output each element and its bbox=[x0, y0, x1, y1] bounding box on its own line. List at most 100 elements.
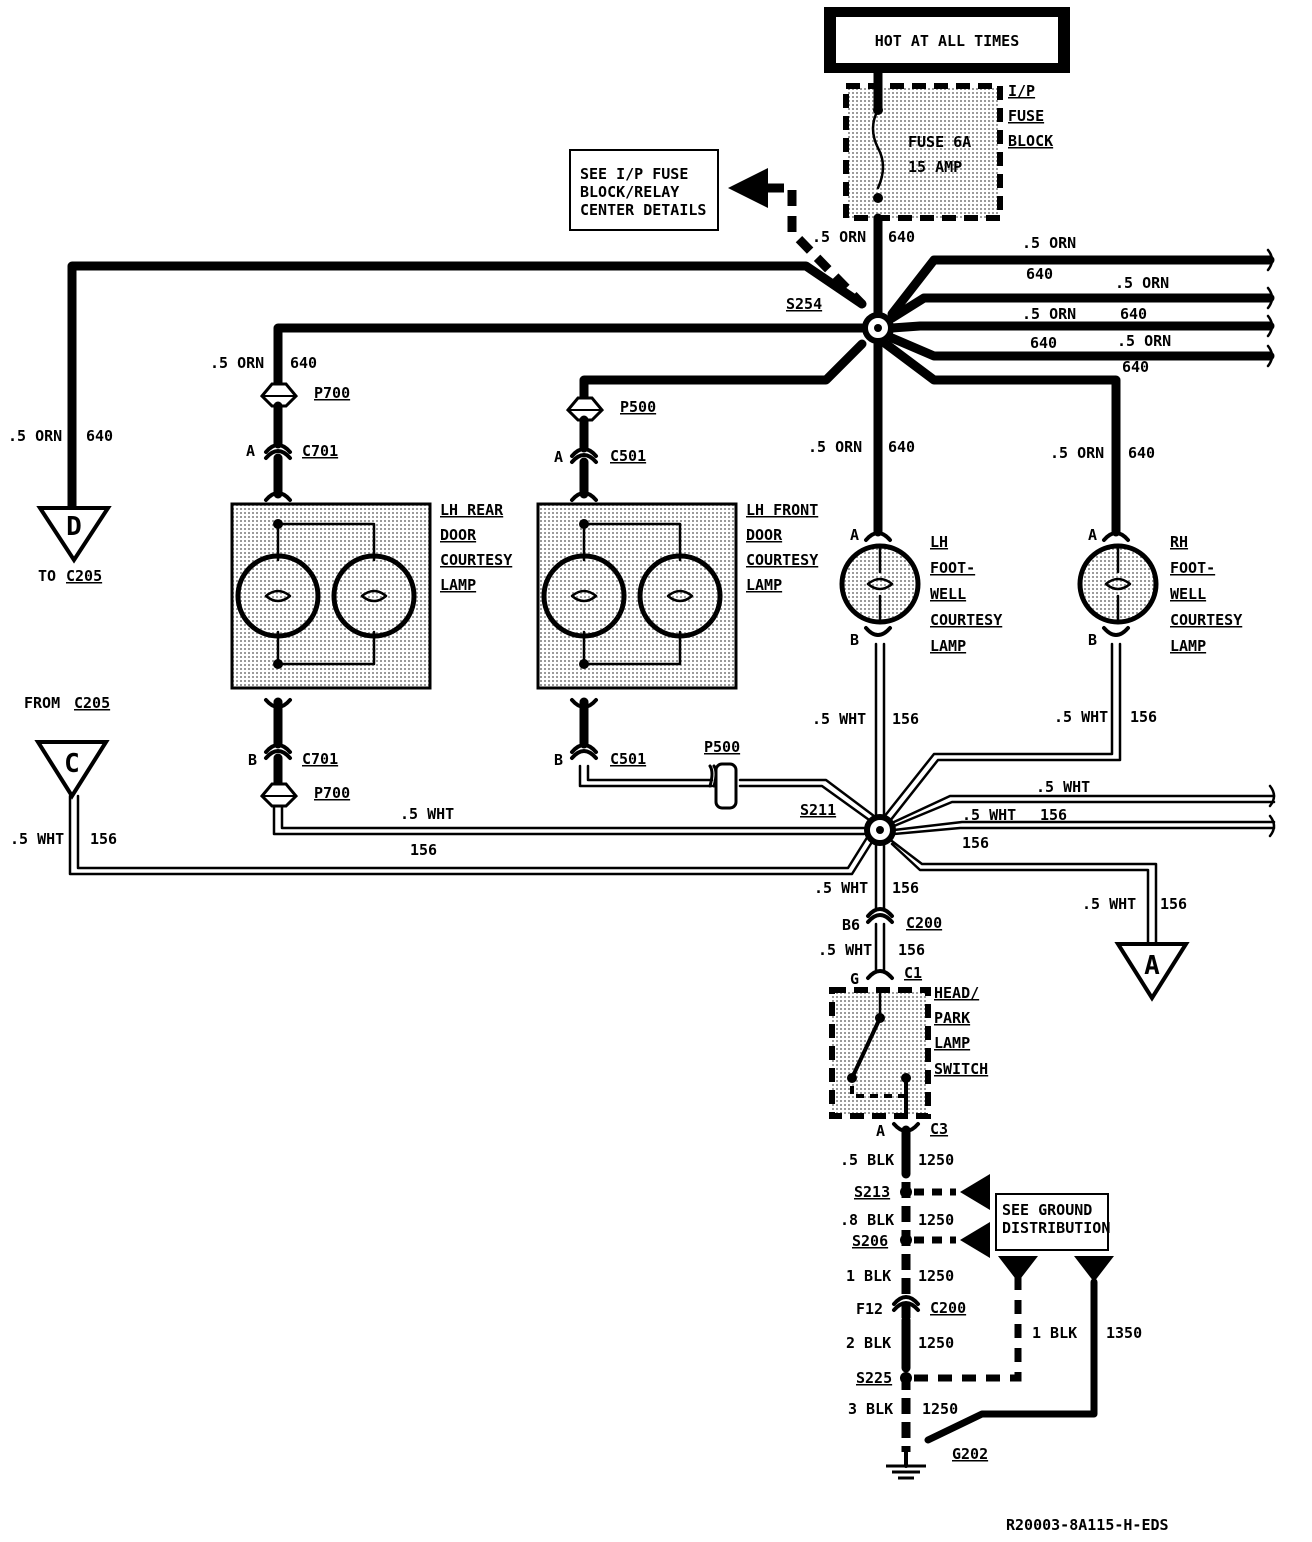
wires-orn-circuit-label: 640 bbox=[290, 354, 317, 372]
wires-blk-circuit-label: 1250 bbox=[918, 1267, 954, 1285]
see-ground-distribution-reference: SEE GROUND DISTRIBUTION bbox=[995, 1193, 1110, 1251]
lh-rear-door-lamp bbox=[230, 502, 432, 690]
connectors-pin-b6-label: B6 bbox=[842, 916, 860, 934]
wires-orn-label: .5 ORN bbox=[1050, 444, 1104, 462]
reference-arrow-icon bbox=[728, 168, 768, 208]
offpage-a-letter: A bbox=[1144, 951, 1160, 981]
wires-wht-label: .5 WHT bbox=[812, 710, 866, 728]
connectors-c1-label: C1 bbox=[904, 964, 922, 982]
components-switch-2-label: LAMP bbox=[934, 1034, 970, 1052]
connectors-p500-label: P500 bbox=[620, 398, 656, 416]
wires-wht-circuit-label: 156 bbox=[962, 834, 989, 852]
wires-orn-circuit-label: 640 bbox=[1128, 444, 1155, 462]
components-lh-front-1-label: DOOR bbox=[746, 526, 783, 544]
connectors-pin-b-label: B bbox=[850, 631, 859, 649]
connectors-pin-b-label: B bbox=[554, 751, 563, 769]
see-ground-lines-0-label: SEE GROUND bbox=[1002, 1201, 1092, 1219]
wires-orn-circuit-label: 640 bbox=[1026, 265, 1053, 283]
wires-wht-label: .5 WHT bbox=[1054, 708, 1108, 726]
wires-blk-05-label: .5 BLK bbox=[840, 1151, 894, 1169]
see-ground-lines-1-label: DISTRIBUTION bbox=[1002, 1219, 1110, 1237]
components-lh-rear-2-label: COURTESY bbox=[440, 551, 512, 569]
switch-contact-icon bbox=[847, 992, 911, 1118]
splice-s211: S211 bbox=[800, 801, 896, 846]
orange-wire-labels: .5 ORN 640 .5 ORN 640 .5 ORN .5 ORN 640 640… bbox=[8, 228, 1171, 462]
offpage-c-letter: C bbox=[64, 749, 80, 779]
wires-orn-label: .5 ORN bbox=[1115, 274, 1169, 292]
diagram-code: R20003-8A115-H-EDS bbox=[1006, 1516, 1169, 1534]
components-rh-foot-4-label: LAMP bbox=[1170, 637, 1206, 655]
head-park-switch-group: B6 C200 G C1 HEAD/ PARK LAMP SWITCH A C3 bbox=[829, 907, 988, 1140]
from-connector: C205 bbox=[74, 694, 110, 712]
wires-orn-circuit-label: 640 bbox=[86, 427, 113, 445]
components-lh-front-0-label: LH FRONT bbox=[746, 501, 818, 519]
components-rh-foot-1-label: FOOT- bbox=[1170, 559, 1215, 577]
offpage-d-letter: D bbox=[66, 512, 82, 542]
connectors-p700-label: P700 bbox=[314, 384, 350, 402]
lh-front-bulb-icon bbox=[541, 519, 723, 669]
wires-orn-circuit-label: 640 bbox=[1120, 305, 1147, 323]
connectors-pin-b-label: B bbox=[248, 751, 257, 769]
wires-blk-circuit-label: 1250 bbox=[922, 1400, 958, 1418]
lh-footwell-lamp-group: A B LH FOOT- WELL COURTESY LAMP bbox=[839, 526, 1002, 655]
wires-blk-08-label: .8 BLK bbox=[840, 1211, 894, 1229]
connectors-c701-label: C701 bbox=[302, 442, 338, 460]
wires-orn-label: .5 ORN bbox=[1117, 332, 1171, 350]
components-lh-foot-1-label: FOOT- bbox=[930, 559, 975, 577]
wires-blk-circuit-label: 1250 bbox=[918, 1334, 954, 1352]
wires-blk-circuit-2-label: 1350 bbox=[1106, 1324, 1142, 1342]
power-label: HOT AT ALL TIMES bbox=[875, 32, 1020, 50]
wires-wht-circuit-label: 156 bbox=[1130, 708, 1157, 726]
lh-rear-door-lamp-group: P700 A C701 LH REAR DOOR COURTESY LAMP B… bbox=[230, 382, 512, 808]
components-lh-front-3-label: LAMP bbox=[746, 576, 782, 594]
wires-wht-label: .5 WHT bbox=[962, 806, 1016, 824]
splices-s213-label: S213 bbox=[854, 1183, 890, 1201]
wires-orn-circuit-label: 640 bbox=[888, 228, 915, 246]
splice-s254: S254 bbox=[786, 295, 894, 344]
power-source-box: HOT AT ALL TIMES bbox=[824, 7, 1070, 73]
fuse-block-name-3: BLOCK bbox=[1008, 132, 1053, 150]
connectors-c200-label: C200 bbox=[930, 1299, 966, 1317]
ground-ref-arrow-2-icon bbox=[960, 1222, 990, 1258]
wires-orn-circuit-label: 640 bbox=[888, 438, 915, 456]
components-lh-front-2-label: COURTESY bbox=[746, 551, 818, 569]
wires-wht-label: .5 WHT bbox=[1082, 895, 1136, 913]
ground-ref-arrow-3-icon bbox=[998, 1256, 1038, 1282]
wires-orn-label: .5 ORN bbox=[8, 427, 62, 445]
to-connector: C205 bbox=[66, 567, 102, 585]
connectors-pin-b-label: B bbox=[1088, 631, 1097, 649]
connectors-pin-g-label: G bbox=[850, 970, 859, 988]
connectors-pin-f12-label: F12 bbox=[856, 1300, 883, 1318]
wires-wht-circuit-label: 156 bbox=[90, 830, 117, 848]
ground-ref-arrow-1-icon bbox=[960, 1174, 990, 1210]
offpage-connector-c: FROM C205 C bbox=[24, 694, 110, 800]
connectors-c501-label: C501 bbox=[610, 750, 646, 768]
wires-wht-circuit-label: 156 bbox=[410, 841, 437, 859]
fuse-block-name-1: I/P bbox=[1008, 82, 1035, 100]
wires-orn-label: .5 ORN bbox=[808, 438, 862, 456]
white-circuit-156: P500 bbox=[68, 642, 1276, 946]
wires-wht-circuit-label: 156 bbox=[1040, 806, 1067, 824]
wires-orn-label: .5 ORN bbox=[210, 354, 264, 372]
to-label: TO bbox=[38, 567, 56, 585]
wires-wht-circuit-label: 156 bbox=[898, 941, 925, 959]
wires-orn-label: .5 ORN bbox=[812, 228, 866, 246]
components-lh-foot-0-label: LH bbox=[930, 533, 948, 551]
offpage-connector-d: D TO C205 bbox=[36, 506, 112, 585]
connectors-c701-label: C701 bbox=[302, 750, 338, 768]
wires-orn-circuit-label: 640 bbox=[1122, 358, 1149, 376]
components-rh-foot-0-label: RH bbox=[1170, 533, 1188, 551]
lh-front-door-lamp-group: P500 A C501 LH FRONT DOOR COURTESY LAMP … bbox=[536, 396, 818, 769]
connectors-c3-label: C3 bbox=[930, 1120, 948, 1138]
p500-inline-connector bbox=[714, 762, 738, 810]
components-switch-3-label: SWITCH bbox=[934, 1060, 988, 1078]
splices-s206-label: S206 bbox=[852, 1232, 888, 1250]
see-fuse-line-1: SEE I/P FUSE bbox=[580, 165, 688, 183]
connectors-p500-label: P500 bbox=[704, 738, 740, 756]
from-label: FROM bbox=[24, 694, 60, 712]
wires-wht-label: .5 WHT bbox=[818, 941, 872, 959]
grounds-g202-label: G202 bbox=[952, 1445, 988, 1463]
wires-wht-label: .5 WHT bbox=[814, 879, 868, 897]
splices-s225-label: S225 bbox=[856, 1369, 892, 1387]
splice-s254-label: S254 bbox=[786, 295, 822, 313]
